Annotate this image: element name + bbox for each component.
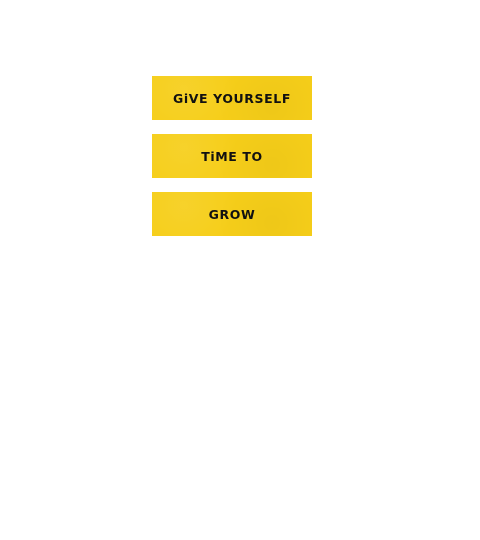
label-text: GiVE YOURSELF bbox=[173, 90, 291, 106]
label-grow: GROW bbox=[152, 192, 312, 236]
label-text: GROW bbox=[208, 206, 256, 222]
label-stack: GiVE YOURSELF TiME TO GROW bbox=[152, 76, 312, 250]
label-time-to: TiME TO bbox=[152, 134, 312, 178]
label-text: TiME TO bbox=[201, 148, 263, 164]
label-give-yourself: GiVE YOURSELF bbox=[152, 76, 312, 120]
